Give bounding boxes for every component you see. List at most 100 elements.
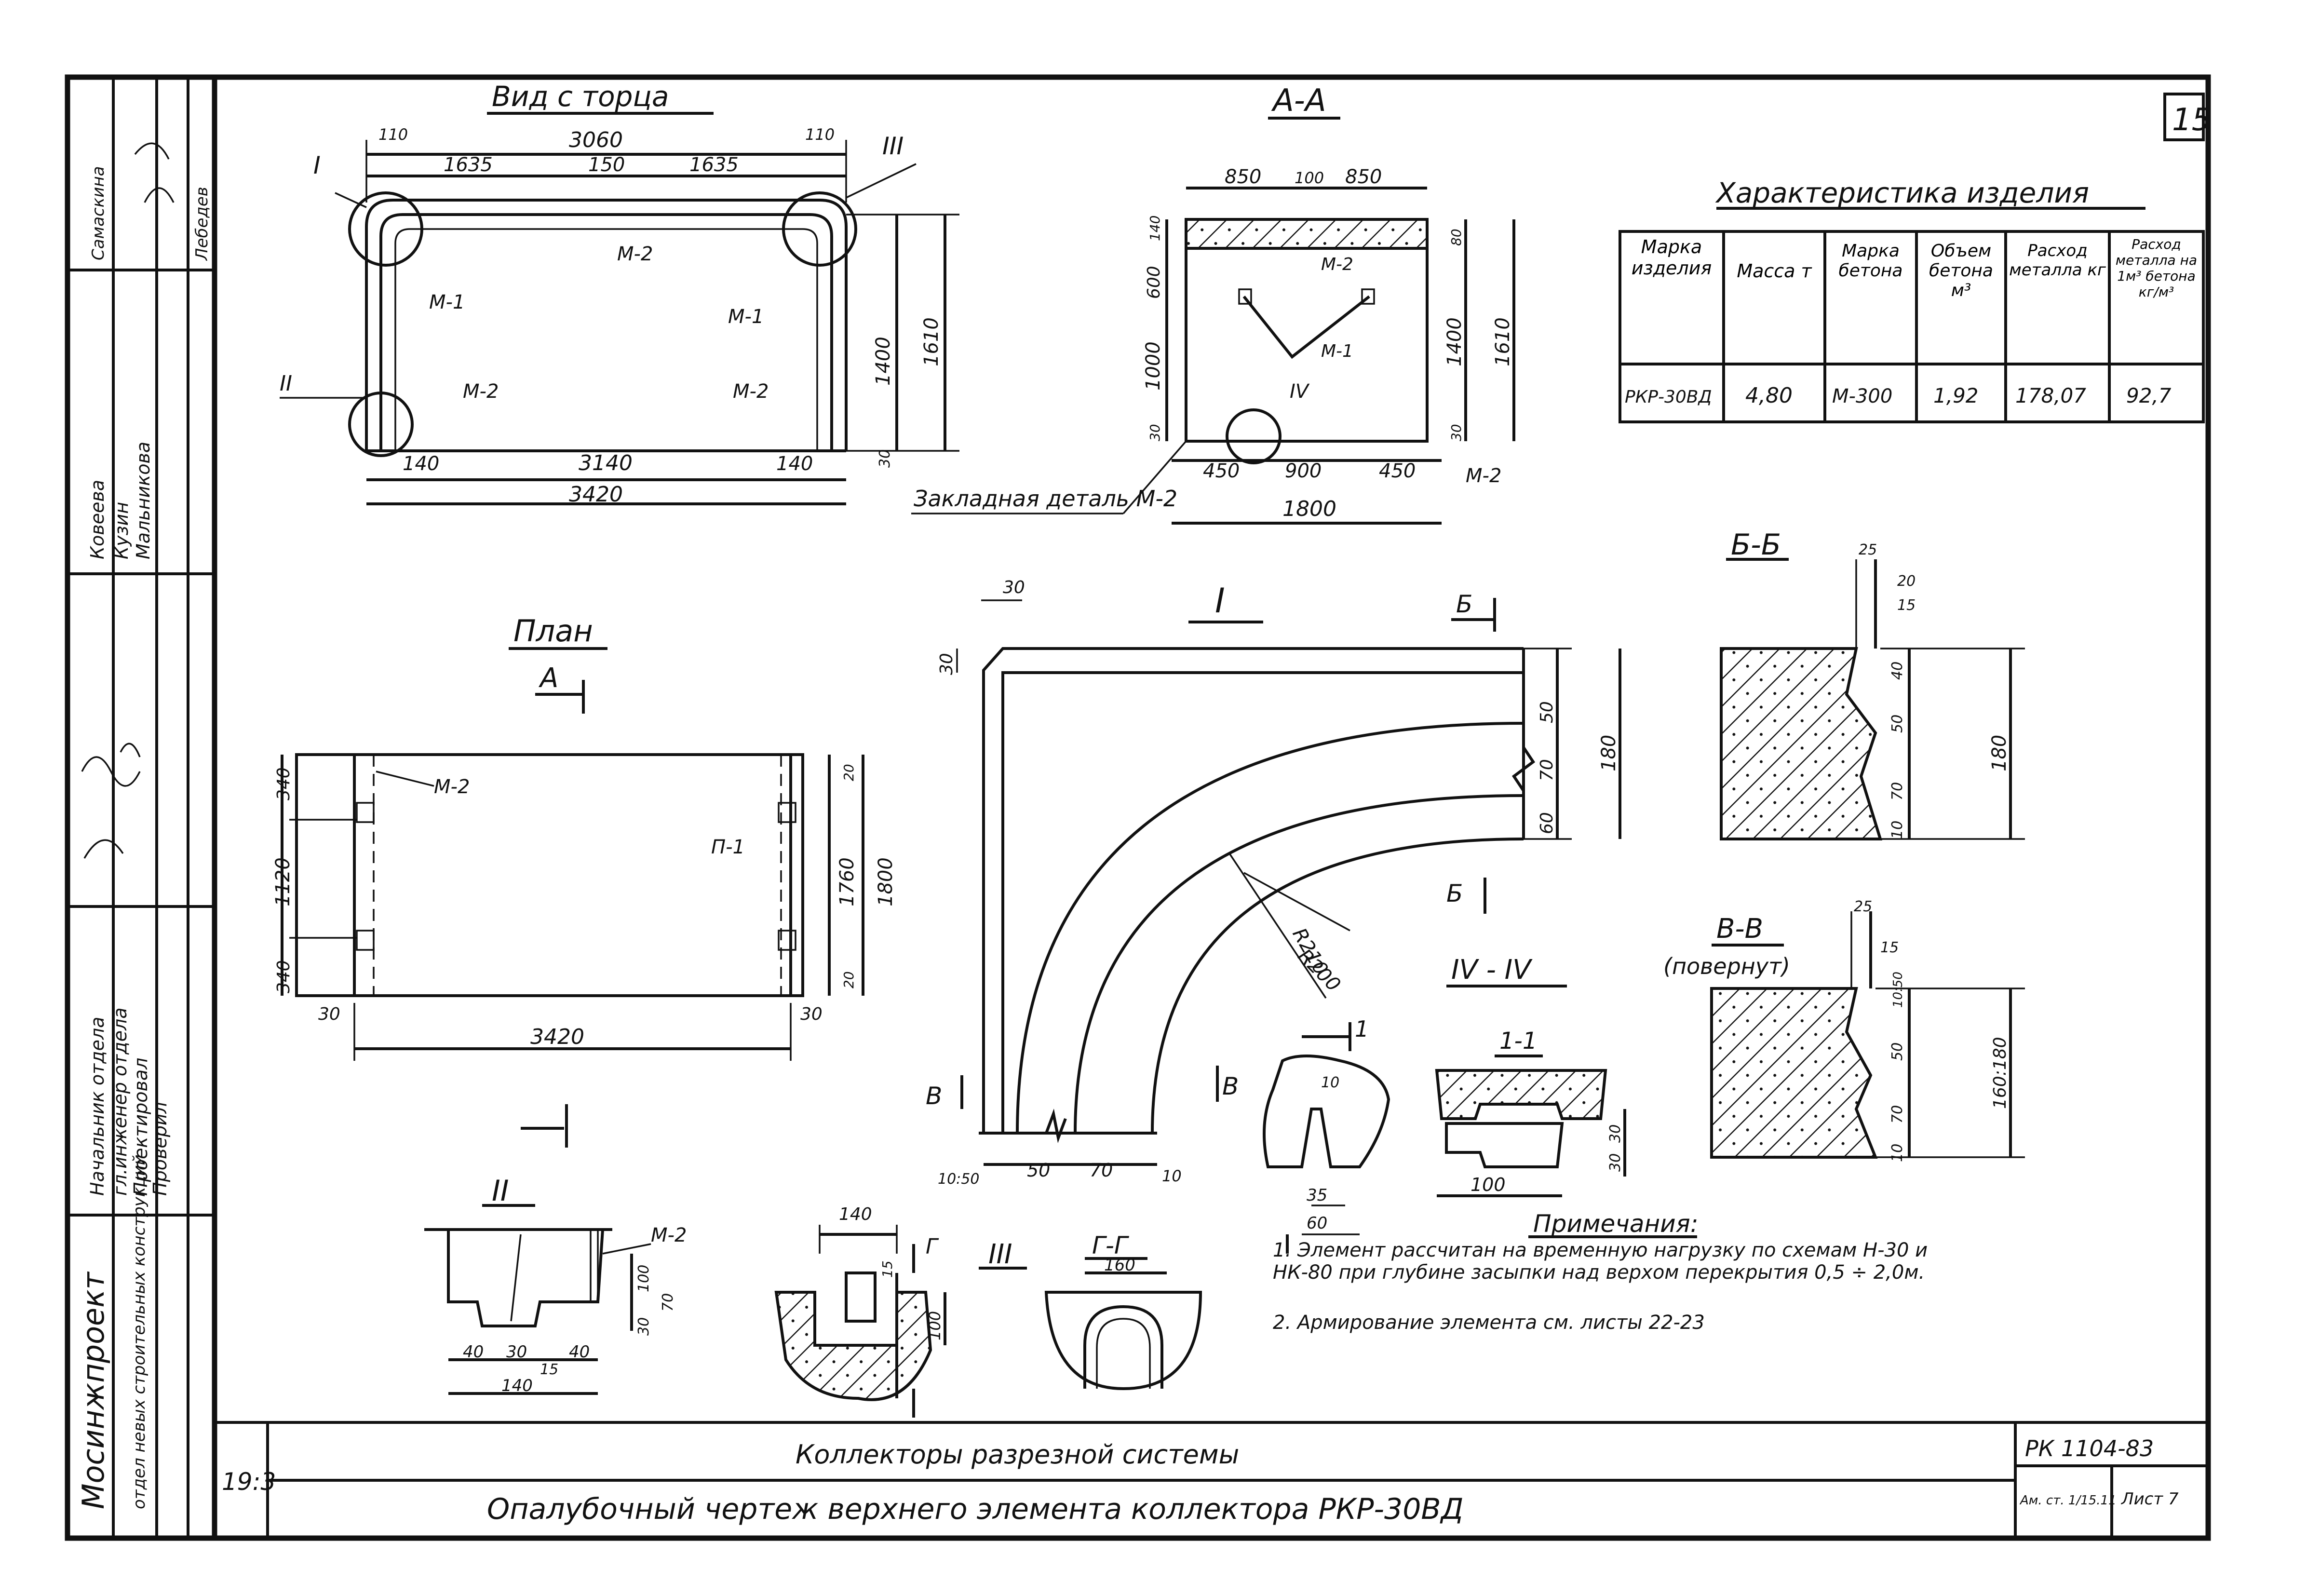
dim-text: 1400 [872, 337, 894, 386]
dim-text: 600 [1144, 266, 1164, 299]
dim-text: 40 [1889, 662, 1906, 680]
callout-label: М-2 [617, 243, 653, 265]
dim-text: 1610 [1492, 317, 1514, 366]
stamp-column: Мосинжпроект отдел невых строительных ко… [67, 77, 215, 1538]
section-mark: Б [1446, 879, 1463, 907]
table-header-cell: Расход металла кг [2009, 241, 2106, 280]
callout-label: М-2 [651, 1224, 687, 1246]
sheet-label: Лист 7 [2120, 1489, 2179, 1509]
end-view-title: Вид с торца [492, 80, 669, 113]
dim-text: 3060 [569, 128, 623, 152]
stamp-role-3: Проектировал [130, 1058, 151, 1196]
dim-text: 1800 [875, 857, 897, 906]
section-bb-title: Б-Б [1731, 528, 1781, 562]
dim-text: 30 [1003, 578, 1025, 597]
dim-text: 1610 [920, 317, 943, 366]
table-cell: 92,7 [2126, 384, 2172, 407]
callout-label: М-2 [463, 380, 499, 403]
stamp-name-4: Самаскина [89, 166, 108, 260]
dim-text: 50 [1889, 1042, 1906, 1061]
dim-text: 30 [877, 449, 893, 468]
dim-text: 35 [1307, 1186, 1327, 1205]
section-gg-title: Г-Г [1092, 1231, 1130, 1259]
signature-mark [134, 142, 175, 203]
sheet-frame [65, 74, 2211, 1541]
dim-text: 340 [274, 960, 294, 993]
notes-title: Примечания: [1533, 1210, 1699, 1238]
stamp-dept: отдел невых строительных конструкций [130, 1154, 149, 1509]
stamp-name-2: Кузин [111, 502, 132, 559]
section-mark: 1 [1355, 1016, 1369, 1042]
detail-1-1: 1 10 35 60 [1263, 1016, 1390, 1254]
dim-text: 70 [1537, 759, 1557, 781]
dim-text: 30 [506, 1342, 527, 1362]
title-block: 19:3 Коллекторы разрезной системы Опалуб… [222, 102, 2211, 1526]
stamp-name-1: Ковеева [87, 480, 108, 559]
dim-text: 450 [1379, 460, 1416, 482]
section-mark: В [926, 1082, 942, 1110]
section-mark: А [539, 663, 558, 694]
dim-text: 10 [1162, 1167, 1182, 1185]
table-cell: РКР-30ВД [1625, 387, 1712, 407]
dim-text: 50 [1537, 701, 1557, 723]
callout-label: М-1 [728, 306, 764, 328]
dim-text: 140 [776, 453, 813, 475]
section-iv-title: IV - IV [1451, 954, 1533, 986]
dim-text: 70 [1889, 1105, 1906, 1123]
dim-text: 10:50 [938, 1171, 979, 1188]
callout-label: П-1 [711, 836, 745, 858]
notes: Примечания: 1. Элемент рассчитан на врем… [1273, 1210, 1928, 1334]
detail-3-title: III [988, 1239, 1012, 1270]
dim-text: 60 [1537, 812, 1557, 834]
dim-text: 3420 [530, 1025, 584, 1049]
callout-label: II [280, 371, 292, 396]
dim-text: 30 [800, 1004, 823, 1024]
dim-text: 80 [1448, 229, 1464, 246]
dim-text: 10 [1321, 1074, 1339, 1091]
dim-text: 30 [1607, 1153, 1624, 1172]
table-header-cell: Марка бетона [1838, 241, 1903, 281]
section-aa-title: А-А [1271, 83, 1326, 119]
stamp-role-4: Проверил [149, 1102, 171, 1196]
dim-text: 110 [805, 125, 835, 144]
dim-text: 100 [1295, 169, 1324, 187]
dim-text: 10:50 [1891, 972, 1905, 1008]
dim-text: 140 [501, 1376, 533, 1395]
dim-text: 180 [1598, 735, 1620, 771]
dim-text: 1635 [689, 154, 739, 176]
section-vv-title: В-В [1716, 913, 1763, 945]
dim-text: 850 [1345, 166, 1382, 188]
section-mark: В [1222, 1072, 1239, 1100]
dim-text: 15 [540, 1361, 558, 1378]
table-cell: 178,07 [2015, 384, 2086, 407]
callout-label: М-1 [429, 291, 465, 313]
dim-text: 25 [1854, 898, 1872, 915]
table-cell: 1,92 [1933, 384, 1979, 407]
section-iv: IV - IV 100 30 30 1-1 [1435, 954, 1626, 1197]
detail-3: 140 15 100 Г III [774, 1204, 1027, 1418]
dim-text: 70 [1090, 1160, 1113, 1181]
callout-label: IV [1290, 380, 1310, 403]
dim-text: 150 [588, 154, 625, 176]
stamp-name-5: Лебедев [192, 187, 212, 261]
callout-label: М-2 [733, 380, 769, 403]
approved-stamp: Ам. ст. 1/15.11 [2019, 1493, 2117, 1508]
detail-2-title: II [492, 1174, 509, 1208]
dim-text: 40 [569, 1342, 590, 1362]
note-item: 1. Элемент рассчитан на временную нагруз… [1273, 1239, 1928, 1284]
stamp-org: Мосинжпроект [76, 1271, 111, 1509]
dim-text: 10 [1889, 1144, 1906, 1162]
dim-text: 30 [937, 653, 957, 675]
section-vv: В-В (повернут) 25 15 10:50 50 70 10 160:… [1663, 898, 2025, 1162]
dim-text: 20 [841, 971, 857, 988]
callout-label: М-2 [1466, 465, 1501, 487]
dim-text: 15 [1880, 939, 1899, 956]
section-1-1-title: 1-1 [1499, 1028, 1537, 1055]
dim-text: 10 [1889, 821, 1906, 839]
dim-text: 25 [1859, 541, 1877, 558]
signature-mark [81, 743, 141, 859]
table-title: Характеристика изделия [1715, 176, 2089, 209]
table-cell: 4,80 [1745, 383, 1793, 408]
dim-text: 60 [1307, 1214, 1327, 1233]
